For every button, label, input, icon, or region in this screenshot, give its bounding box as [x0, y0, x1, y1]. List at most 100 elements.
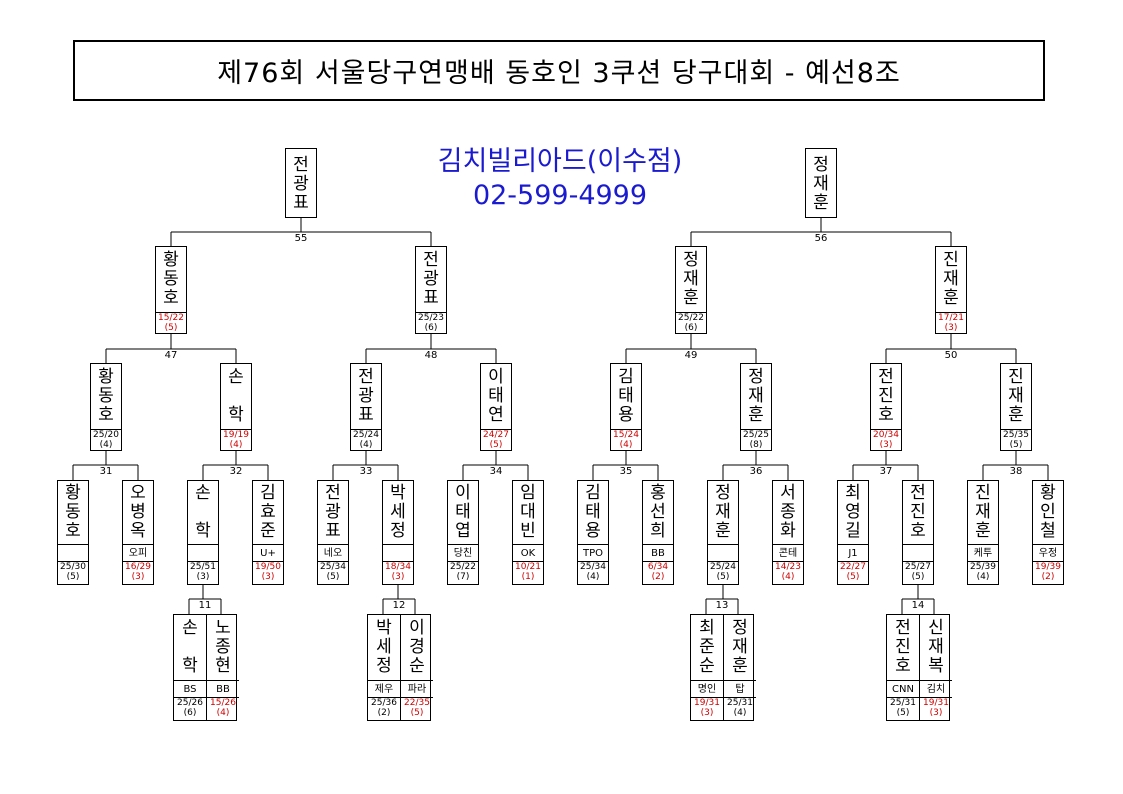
match-number: 36	[749, 466, 763, 477]
score-value: 15/22	[158, 313, 184, 323]
score-value: 22/35	[404, 698, 430, 708]
score-sub: (8)	[749, 440, 763, 450]
score-sub: (3)	[879, 440, 893, 450]
player-name: 김 효 준	[260, 483, 276, 541]
player-score: 25/34(4)	[578, 561, 608, 587]
score-value: 15/26	[210, 698, 236, 708]
player-score: 19/19(4)	[221, 429, 251, 453]
score-value: 10/21	[515, 562, 541, 572]
player-affiliation: 제우	[368, 680, 400, 698]
score-value: 6/34	[647, 562, 669, 572]
score-sub: (4)	[976, 572, 990, 582]
player-name: 이 태 엽	[455, 483, 471, 541]
score-value: 25/20	[93, 430, 119, 440]
score-sub: (4)	[586, 572, 600, 582]
player-score: 16/29(3)	[123, 561, 153, 587]
match-number: 56	[814, 233, 828, 244]
player-name: 진 재 훈	[1008, 367, 1024, 425]
score-sub: (2)	[1041, 572, 1055, 582]
match-number: 13	[715, 600, 729, 611]
player-name: 정 재 훈	[683, 250, 699, 308]
player-score: 25/31(5)	[887, 697, 919, 723]
score-sub: (5)	[489, 440, 503, 450]
match-number: 50	[944, 350, 958, 361]
player-affiliation: 케투	[968, 544, 998, 562]
player-name: 전 진 호	[895, 618, 911, 676]
score-sub: (4)	[229, 440, 243, 450]
score-sub: (5)	[1009, 440, 1023, 450]
score-sub: (5)	[911, 572, 925, 582]
player-score: 25/24(5)	[708, 561, 738, 587]
player-affiliation: 당친	[448, 544, 478, 562]
score-sub: (5)	[164, 323, 178, 333]
player-score: 25/31(4)	[724, 697, 756, 723]
score-value: 25/51	[190, 562, 216, 572]
player-box: 손 학 25/51(3)	[187, 480, 219, 585]
score-value: 25/27	[905, 562, 931, 572]
player-score: 25/30(5)	[58, 561, 88, 587]
player-score: 15/26(4)	[207, 697, 239, 723]
score-value: 16/29	[125, 562, 151, 572]
winner-box: 정 재 훈	[805, 148, 837, 218]
match-number: 55	[294, 233, 308, 244]
player-score: 19/31(3)	[920, 697, 952, 723]
player-score: 25/27(5)	[903, 561, 933, 587]
score-value: 20/34	[873, 430, 899, 440]
player-affiliation	[383, 544, 413, 562]
score-sub: (5)	[410, 708, 424, 718]
player-score: 22/35(5)	[401, 697, 433, 723]
match-number: 32	[229, 466, 243, 477]
player-affiliation: 파라	[401, 680, 433, 698]
player-affiliation: TPO	[578, 544, 608, 562]
player-name: 손 학	[195, 483, 211, 541]
score-sub: (3)	[196, 572, 210, 582]
player-score: 25/25(8)	[741, 429, 771, 453]
score-value: 25/25	[743, 430, 769, 440]
player-name: 황 동 호	[98, 367, 114, 425]
player-name: 김 태 용	[618, 367, 634, 425]
match-number: 48	[424, 350, 438, 361]
score-value: 14/23	[775, 562, 801, 572]
player-name: 이 경 순	[409, 618, 425, 676]
match-number: 14	[911, 600, 925, 611]
player-score: 25/51(3)	[188, 561, 218, 587]
player-name: 임 대 빈	[520, 483, 536, 541]
score-value: 25/34	[320, 562, 346, 572]
score-sub: (5)	[716, 572, 730, 582]
player-name: 정 재 훈	[732, 618, 748, 676]
score-sub: (7)	[456, 572, 470, 582]
player-score: 19/39(2)	[1033, 561, 1063, 587]
score-sub: (5)	[66, 572, 80, 582]
score-value: 25/24	[710, 562, 736, 572]
score-sub: (3)	[700, 708, 714, 718]
player-name: 서 종 화	[780, 483, 796, 541]
match-number: 38	[1009, 466, 1023, 477]
player-affiliation: BS	[174, 680, 206, 698]
score-sub: (3)	[944, 323, 958, 333]
player-score: 25/24(4)	[351, 429, 381, 453]
match-number: 49	[684, 350, 698, 361]
player-score: 24/27(5)	[481, 429, 511, 453]
score-value: 25/22	[450, 562, 476, 572]
player-name: 손 학	[182, 618, 198, 676]
player-score: 14/23(4)	[773, 561, 803, 587]
player-name: 최 영 길	[845, 483, 861, 541]
player-name: 황 인 철	[1040, 483, 1056, 541]
player-score: 25/22(7)	[448, 561, 478, 587]
